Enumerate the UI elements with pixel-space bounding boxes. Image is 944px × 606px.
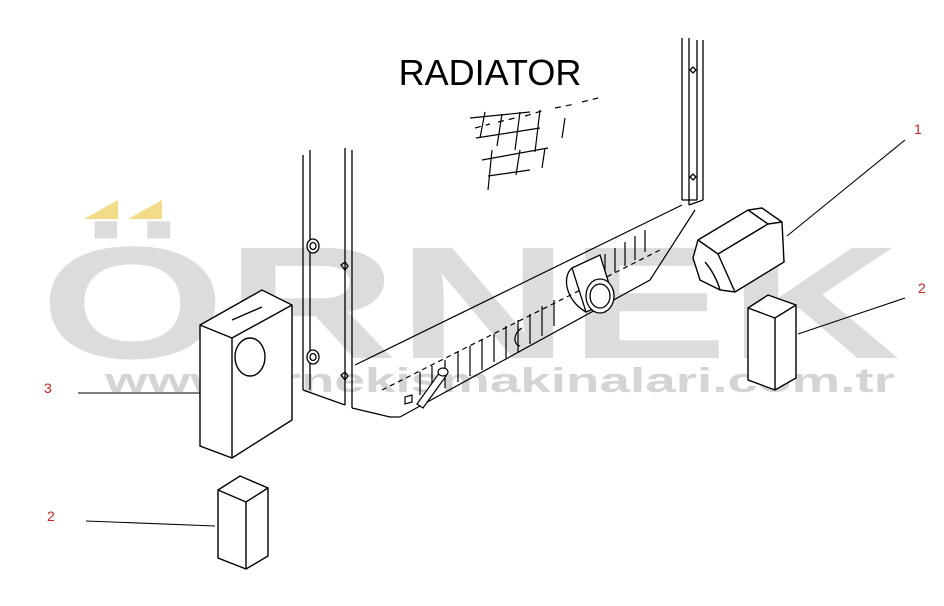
leader-line-2-right [797,297,906,335]
bottom-tank [354,204,696,418]
leader-line-1 [786,139,906,237]
right-frame-rail [681,38,704,206]
radiator-core-fins [469,97,599,191]
part-1-cover [692,207,785,293]
diagram-title: RADIATOR [399,52,582,93]
part-3-block [199,289,293,459]
callout-3: 3 [44,380,52,396]
mounting-bolts [306,238,320,365]
part-2-block-right [747,294,797,391]
watermark-accent-right [128,200,162,219]
part-2-block-left [217,475,269,570]
outlet-pipe [565,254,615,314]
callout-2-left: 2 [47,508,55,524]
leader-line-2-left [85,520,216,527]
leader-lines [78,139,906,527]
left-frame-rail [302,148,400,418]
callout-1: 1 [914,121,922,137]
watermark-accent-left [84,200,118,219]
callout-2-right: 2 [918,280,926,296]
drain-cock [416,367,449,409]
